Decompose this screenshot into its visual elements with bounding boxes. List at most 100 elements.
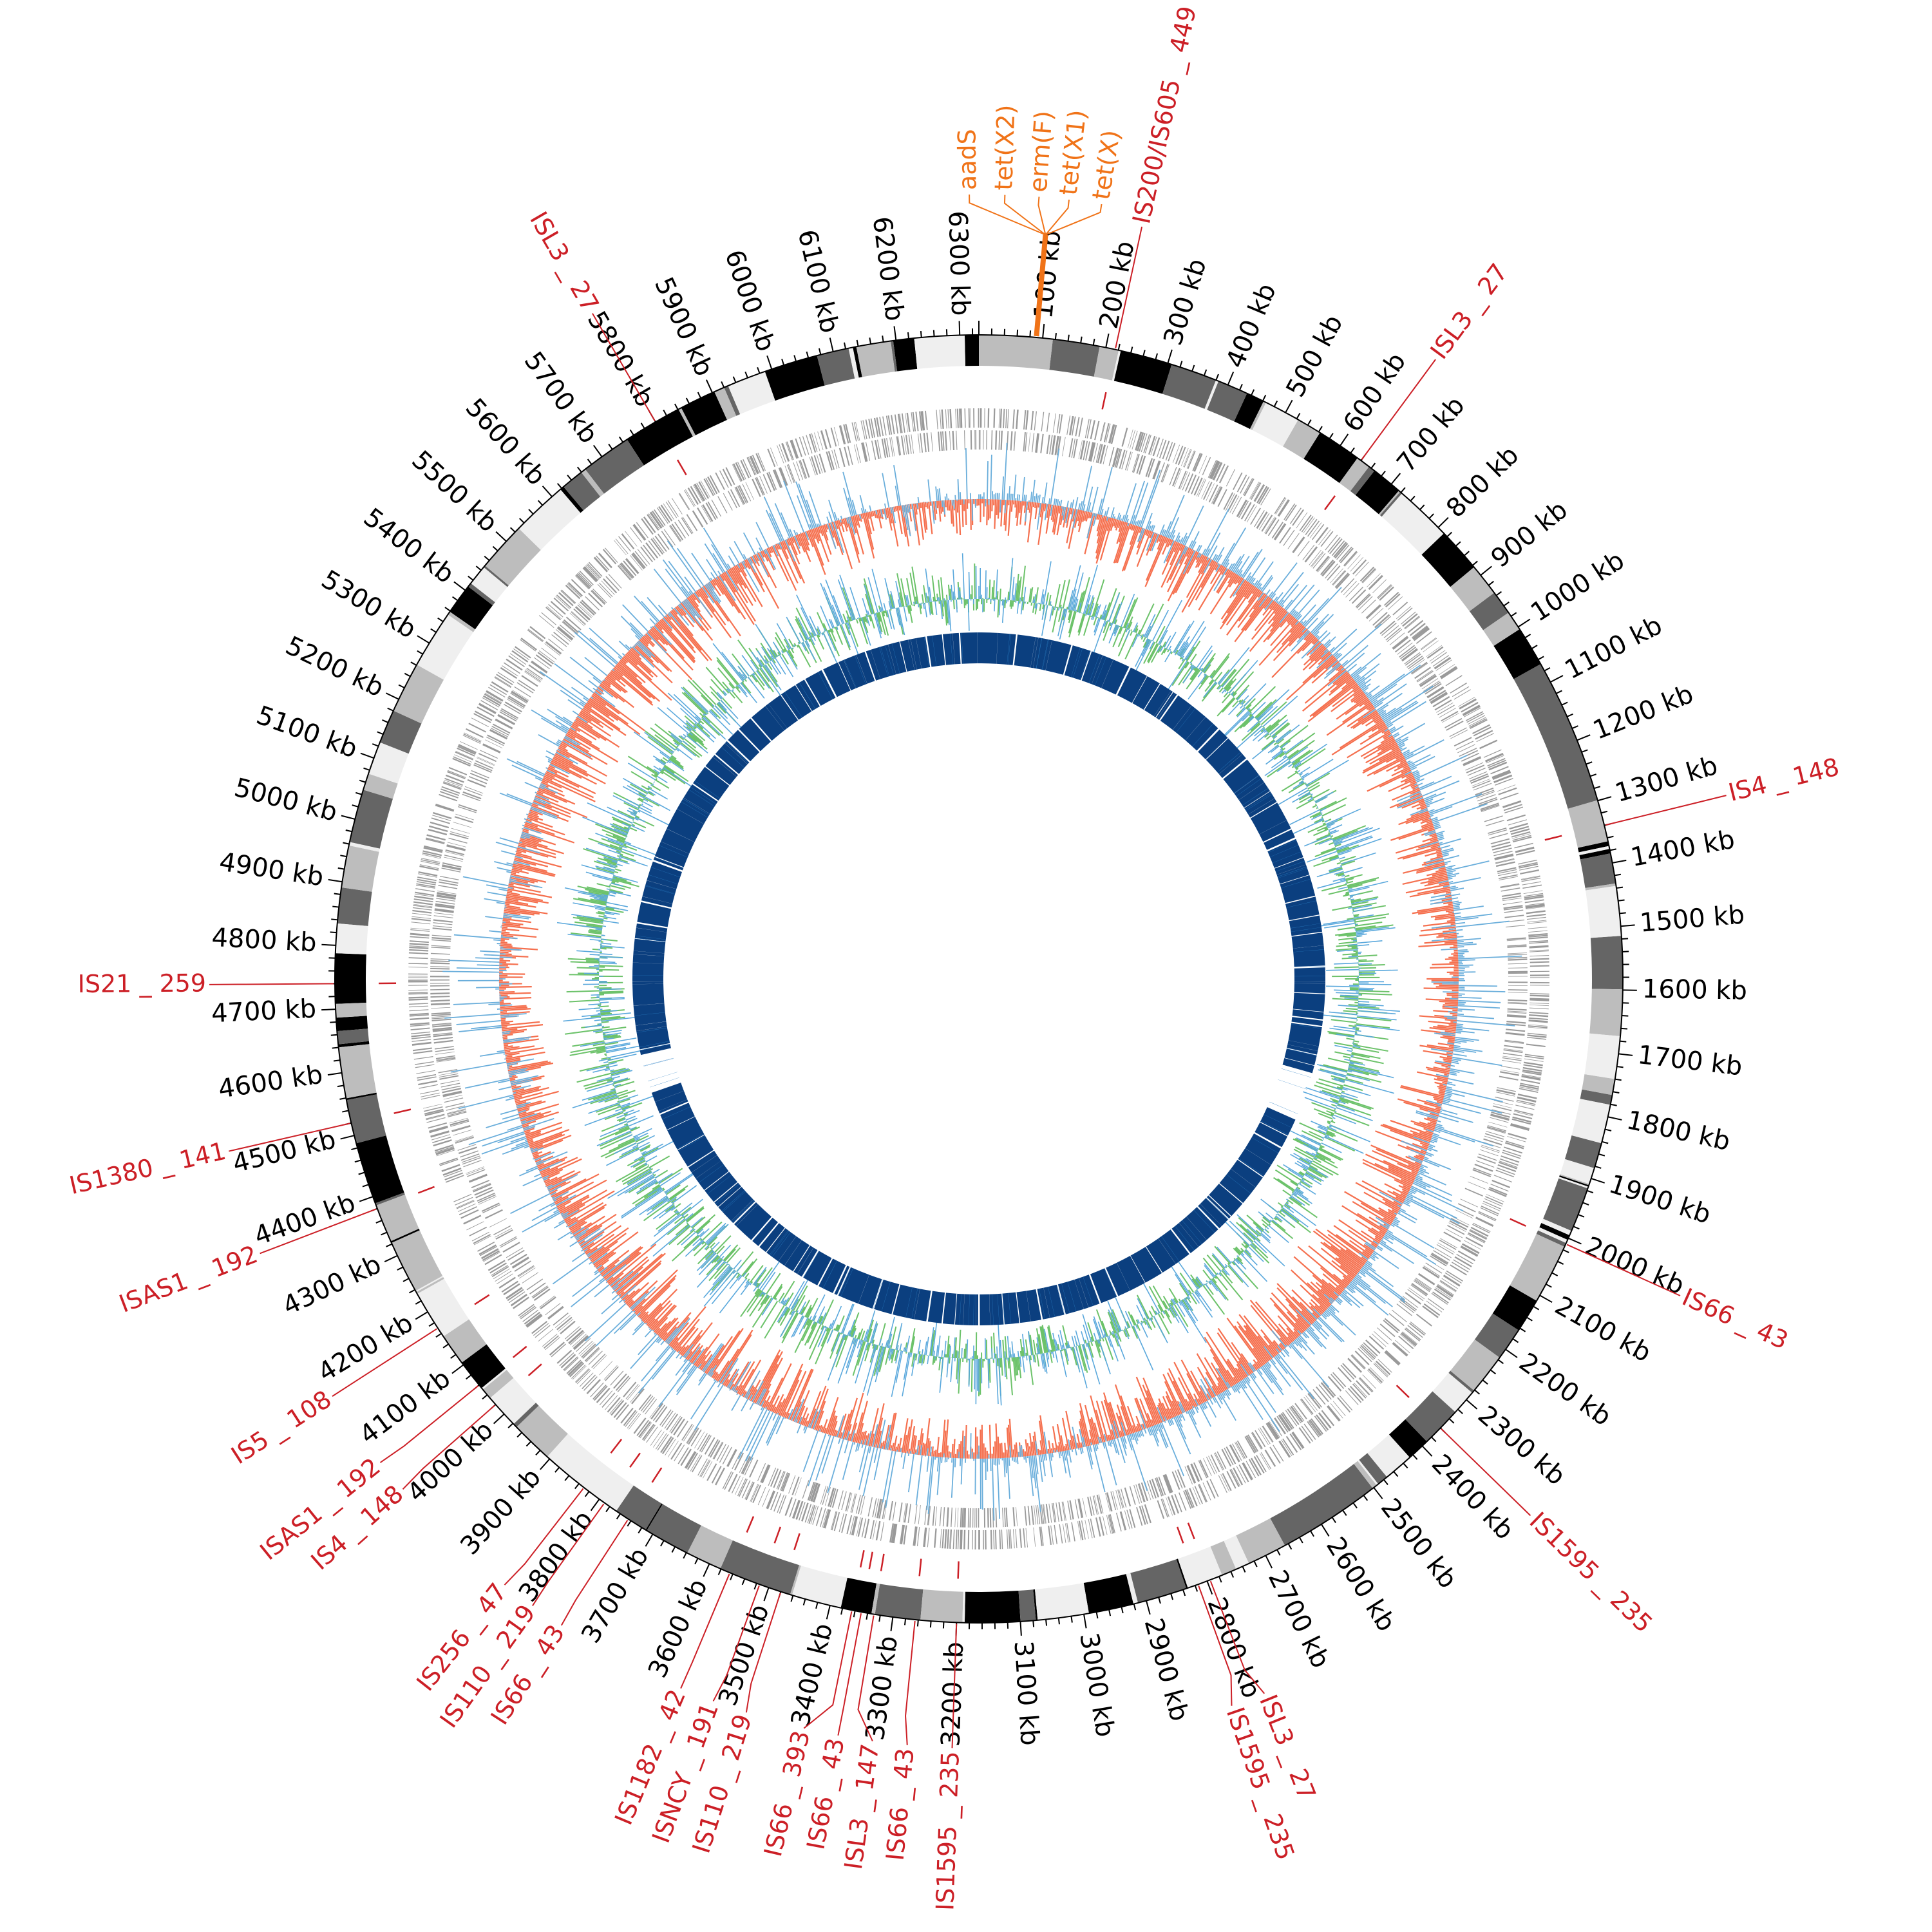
tick-label: 5900 kb (649, 273, 719, 381)
tick-label: 3400 kb (786, 1620, 838, 1729)
is-leader-line (1198, 1585, 1233, 1706)
tick-lines (321, 321, 1637, 1637)
tick-label: 6300 kb (942, 211, 975, 316)
gc-deviation-series (556, 553, 1400, 1406)
tick-label: 2000 kb (1580, 1231, 1689, 1301)
tick-label: 4800 kb (211, 923, 317, 958)
is-label: ISL3 _ 27 (524, 207, 605, 317)
is-label: IS66 _ 43 (881, 1747, 920, 1862)
tick-label: 5000 kb (231, 773, 340, 828)
is-marker (1101, 392, 1107, 410)
is-leader-line (1605, 795, 1727, 826)
tick-label: 3800 kb (513, 1505, 599, 1607)
is-marker (1510, 1218, 1526, 1227)
is-marker (880, 1553, 885, 1571)
arg-label: erm(F) (1024, 109, 1059, 193)
tick-label: 1300 kb (1612, 751, 1721, 808)
arg-label: aadS (952, 129, 981, 190)
is-leader-line (680, 1573, 730, 1689)
is-marker (773, 1526, 782, 1544)
is-marker (1544, 835, 1562, 841)
tick-label: 4500 kb (230, 1124, 339, 1179)
tick-label: 4100 kb (354, 1363, 456, 1450)
tick-label: 4000 kb (402, 1416, 499, 1508)
is-marker (918, 1558, 922, 1577)
is-label: IS1595 _ 235 (1524, 1506, 1658, 1638)
is-leader-line (532, 1503, 605, 1607)
is-marker (1176, 1526, 1184, 1544)
coverage-ring (632, 632, 1325, 1325)
is-marker (957, 1561, 960, 1579)
is-leader-line (905, 1620, 916, 1745)
is-marker (1187, 1522, 1195, 1540)
gc-content-series (565, 564, 1394, 1397)
is-leader-line (332, 1328, 437, 1397)
is-leader-line (260, 1208, 377, 1255)
tick-label: 6200 kb (867, 215, 910, 323)
is-marker (859, 1549, 865, 1567)
is-marker (868, 1551, 873, 1569)
tick-label: 500 kb (1280, 310, 1349, 402)
gc-skew-positive-series (442, 442, 1522, 1521)
is-label: IS200/IS605 _ 449 (1127, 4, 1202, 227)
tick-label: 2600 kb (1320, 1532, 1401, 1637)
is-label: IS66 _ 43 (1678, 1283, 1793, 1355)
tick-label: 5700 kb (518, 346, 604, 449)
tick-label: 4900 kb (217, 847, 325, 892)
arg-fan-line (1037, 196, 1046, 235)
arg-label: tet(X1) (1054, 108, 1092, 196)
tick-label: 1600 kb (1642, 974, 1747, 1006)
data-tracks (408, 408, 1549, 1549)
is-leader-line (951, 1624, 958, 1748)
tick-label: 5500 kb (406, 445, 503, 538)
is-marker (746, 1516, 755, 1533)
tick-label: 5600 kb (459, 393, 551, 491)
tick-label: 5200 kb (281, 630, 388, 703)
tick-label: 900 kb (1486, 495, 1573, 574)
arg-leader-line (1034, 234, 1048, 337)
is-marker (474, 1294, 490, 1305)
tick-label: 3500 kb (713, 1600, 775, 1709)
is-marker (629, 1452, 641, 1468)
tick-label: 5300 kb (316, 565, 421, 645)
tick-label: 4600 kb (216, 1060, 325, 1104)
is-label: ISAS1 _ 192 (115, 1240, 261, 1318)
is-leader-line (209, 983, 334, 985)
is-leader-line (803, 1611, 853, 1729)
is-label: IS5 _ 108 (226, 1385, 336, 1470)
tick-label: 6100 kb (792, 227, 845, 336)
tick-label: 3300 kb (860, 1634, 904, 1742)
tick-label: 600 kb (1338, 347, 1412, 437)
is-marker (393, 1108, 412, 1114)
is-marker (417, 1186, 435, 1194)
is-label: IS1380 _ 141 (67, 1137, 229, 1200)
tick-label: 2100 kb (1550, 1291, 1656, 1368)
arg-fan-line (1045, 204, 1103, 236)
tick-label: 5800 kb (582, 307, 660, 412)
is-leader-line (229, 1122, 350, 1152)
tick-label: 400 kb (1220, 279, 1282, 373)
tick-label: 1100 kb (1560, 611, 1667, 685)
is-leader-line (712, 1585, 760, 1702)
tick-label: 5100 kb (252, 701, 361, 764)
is-leader-line (402, 1405, 495, 1490)
is-label: IS1595 _ 235 (931, 1750, 965, 1911)
tick-label: 1500 kb (1639, 900, 1746, 938)
tick-label: 2500 kb (1375, 1493, 1463, 1594)
tick-label: 6000 kb (719, 246, 781, 355)
tick-label: 4200 kb (313, 1308, 418, 1388)
tick-label: 3000 kb (1074, 1631, 1120, 1739)
tick-label: 1700 kb (1636, 1040, 1744, 1082)
tick-label: 200 kb (1094, 238, 1141, 331)
arg-fan-line (1045, 199, 1070, 236)
tick-label: 2800 kb (1201, 1593, 1266, 1702)
is-marker (793, 1533, 800, 1551)
tick-label: 2200 kb (1513, 1347, 1616, 1432)
tick-label: 1200 kb (1589, 679, 1698, 746)
arg-fan-line (969, 194, 1046, 236)
tick-label: 4300 kb (278, 1249, 386, 1321)
is-marker (651, 1467, 663, 1483)
tick-label: 100 kb (1028, 229, 1066, 321)
